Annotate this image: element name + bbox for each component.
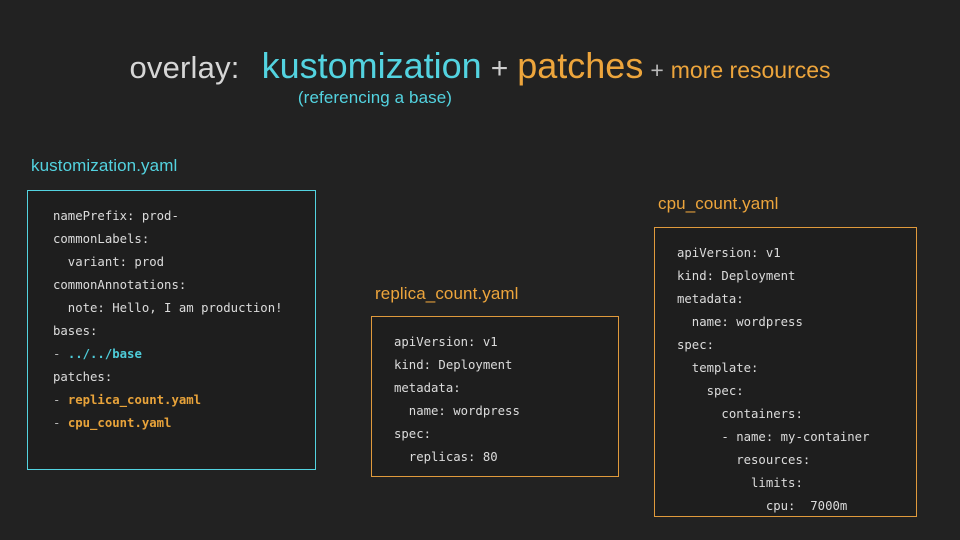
code-line: limits: [677,472,916,495]
code-line: metadata: [677,288,916,311]
card-body-kustomization-yaml: namePrefix: prod-commonLabels: variant: … [27,190,316,470]
code-line: note: Hello, I am production! [53,297,315,320]
code-line: patches: [53,366,315,389]
code-line: name: wordpress [677,311,916,334]
code-line: replicas: 80 [394,446,618,469]
code-line: kind: Deployment [677,265,916,288]
code-token: namePrefix: prod- [53,209,179,223]
code-line: metadata: [394,377,618,400]
code-line: spec: [677,380,916,403]
code-token: bases: [53,324,98,338]
code-token: apiVersion: v1 [394,335,498,349]
code-token: replica_count.yaml [67,393,202,407]
code-token: cpu_count.yaml [67,416,172,430]
code-token: metadata: [394,381,461,395]
code-line: name: wordpress [394,400,618,423]
code-token: template: [677,361,759,375]
code-token: - [53,393,68,407]
code-line: spec: [394,423,618,446]
code-line: - ../../base [53,343,315,366]
code-line: - cpu_count.yaml [53,412,315,435]
code-token: name: wordpress [677,315,803,329]
code-token: ../../base [67,347,142,361]
code-token: spec: [677,338,715,352]
code-line: apiVersion: v1 [677,242,916,265]
heading-subtitle-wrap: (referencing a base) [0,88,960,108]
heading-kustomization: kustomization [261,45,482,86]
heading-overlay-label: overlay: [129,50,240,85]
code-line: - name: my-container [677,426,916,449]
code-line: commonLabels: [53,228,315,251]
code-token: containers: [677,407,803,421]
code-token: name: wordpress [394,404,520,418]
code-line: template: [677,357,916,380]
code-token: cpu: 7000m [677,499,848,513]
heading-row: overlay:kustomization+patches+more resou… [0,48,960,84]
code-token: kind: Deployment [394,358,513,372]
code-line: variant: prod [53,251,315,274]
code-token: metadata: [677,292,744,306]
card-label-cpu-count-yaml: cpu_count.yaml [658,194,779,213]
code-token: - [53,416,68,430]
code-token: commonLabels: [53,232,150,246]
code-line: apiVersion: v1 [394,331,618,354]
code-line: bases: [53,320,315,343]
code-token: variant: prod [53,255,165,269]
code-token: apiVersion: v1 [677,246,781,260]
heading-plus-1: + [490,52,509,85]
code-line: containers: [677,403,916,426]
code-line: - replica_count.yaml [53,389,315,412]
code-line: spec: [677,334,916,357]
code-line: namePrefix: prod- [53,205,315,228]
code-token: replicas: 80 [394,450,498,464]
heading-subtitle: (referencing a base) [297,88,453,107]
code-token: commonAnnotations: [53,278,187,292]
code-token: resources: [677,453,811,467]
code-token: spec: [677,384,744,398]
code-line: cpu: 7000m [677,495,916,518]
code-token: patches: [53,370,113,384]
code-block-kustomization-yaml: namePrefix: prod-commonLabels: variant: … [28,191,315,435]
heading-plus-2: + [650,57,664,83]
code-token: - [53,347,68,361]
code-line: kind: Deployment [394,354,618,377]
heading-more-resources: more resources [670,57,831,83]
slide-heading: overlay:kustomization+patches+more resou… [0,48,960,84]
code-token: note: Hello, I am production! [53,301,283,315]
code-token: - name: my-container [677,430,870,444]
code-token: kind: Deployment [677,269,796,283]
code-token: limits: [677,476,803,490]
code-line: commonAnnotations: [53,274,315,297]
code-line: resources: [677,449,916,472]
card-label-replica-count-yaml: replica_count.yaml [375,284,519,303]
card-label-kustomization-yaml: kustomization.yaml [31,156,178,175]
heading-patches: patches [517,45,644,86]
code-token: spec: [394,427,432,441]
